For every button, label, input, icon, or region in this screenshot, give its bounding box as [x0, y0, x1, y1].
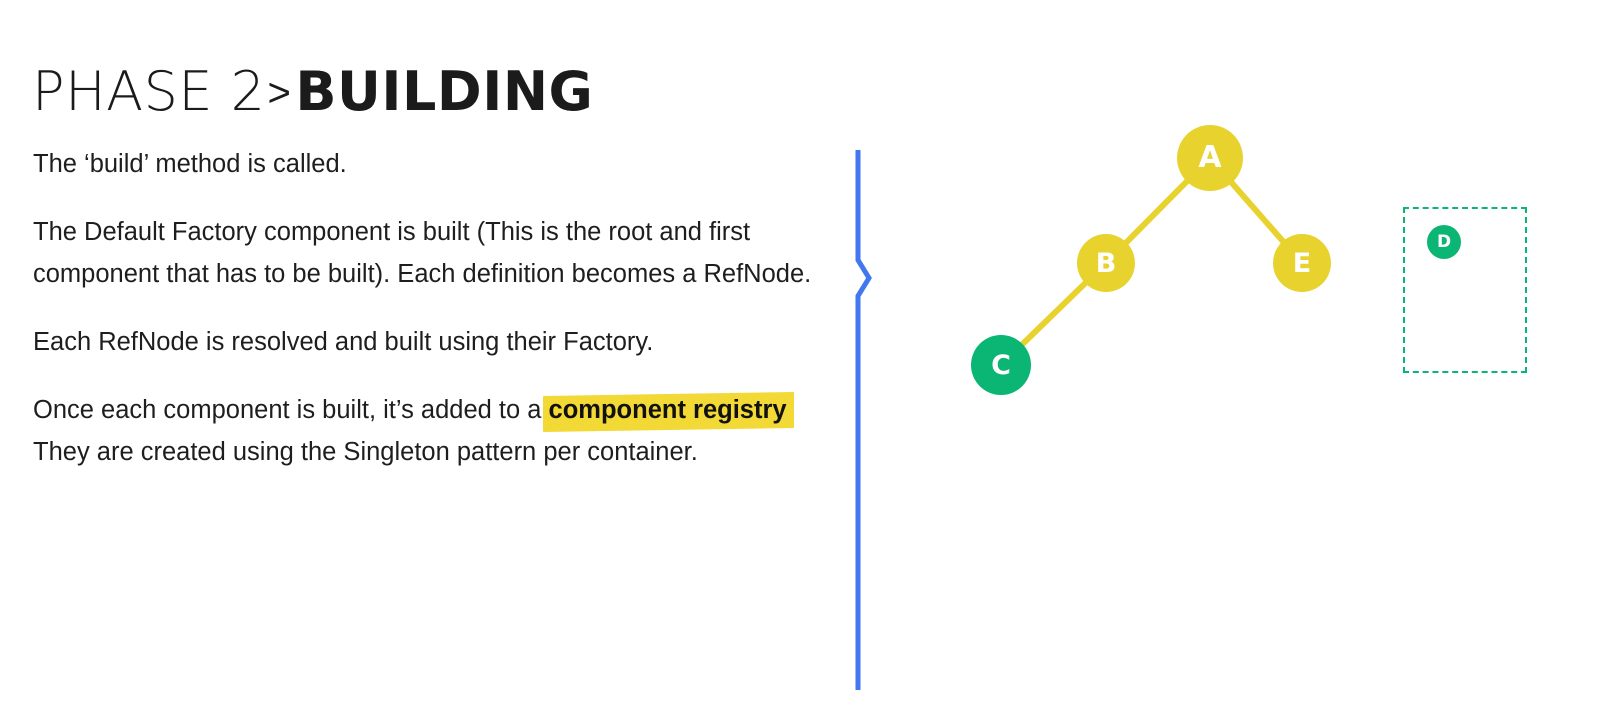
- registry-lead-text: Once each component is built, it’s added…: [33, 396, 549, 424]
- registry-tail-text: . They are created using the Singleton p…: [33, 396, 794, 466]
- blue-bracket-divider: [855, 150, 872, 690]
- divider-path: [855, 150, 872, 690]
- tree-node-b[interactable]: B: [1077, 234, 1135, 292]
- tree-node-a[interactable]: A: [1177, 125, 1243, 191]
- page-title: PHASE 2>BUILDING: [32, 63, 593, 121]
- tree-node-d[interactable]: D: [1427, 225, 1461, 259]
- paragraph-component-registry: Once each component is built, it’s added…: [33, 389, 823, 473]
- paragraph-refnode-resolution: Each RefNode is resolved and built using…: [33, 328, 654, 356]
- pending-component-group: D: [1403, 207, 1527, 373]
- tree-node-e-label: E: [1292, 247, 1312, 279]
- paragraph-build-method: The ‘build’ method is called.: [33, 150, 347, 178]
- component-registry-highlight: component registry: [549, 389, 787, 431]
- tree-node-e[interactable]: E: [1273, 234, 1331, 292]
- tree-node-c[interactable]: C: [971, 335, 1031, 395]
- tree-node-a-label: A: [1198, 140, 1222, 175]
- title-prefix: PHASE 2: [32, 60, 266, 124]
- body-copy: The ‘build’ method is called. The Defaul…: [33, 143, 823, 473]
- title-separator-icon: >: [267, 71, 292, 116]
- component-tree-diagram: A B E C D: [930, 100, 1570, 430]
- tree-node-d-label: D: [1436, 231, 1452, 252]
- paragraph-default-factory: The Default Factory component is built (…: [33, 218, 812, 288]
- tree-node-b-label: B: [1095, 247, 1117, 279]
- title-emphasis: BUILDING: [295, 60, 594, 124]
- tree-node-c-label: C: [991, 349, 1011, 381]
